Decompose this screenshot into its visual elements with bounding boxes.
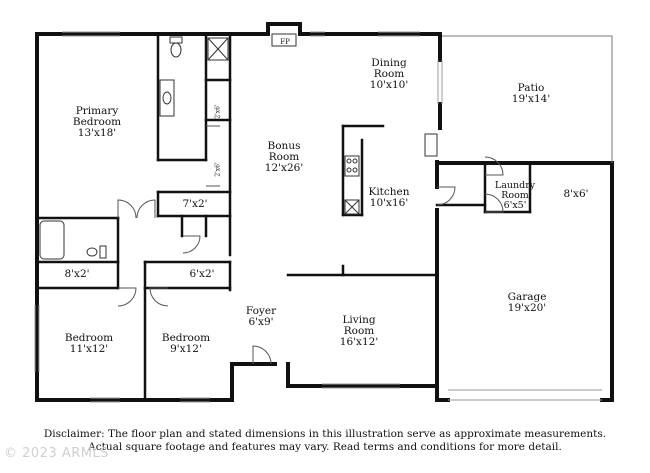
room-living-room-dim: 16'x12' (339, 336, 379, 348)
room-storage: 8'x6' (563, 189, 588, 200)
disclaimer: Disclaimer: The floor plan and stated di… (0, 428, 650, 454)
room-bedroom-1-name: Bedroom (64, 332, 114, 344)
disclaimer-line-2: Actual square footage and features may v… (88, 441, 562, 453)
room-bonus-room: Bonus Room 12'x26' (265, 141, 303, 174)
room-closet-2x6-a-dim: 2'x6' (214, 104, 222, 119)
room-foyer: Foyer 6'x9' (246, 306, 276, 328)
room-bedroom-2-name: Bedroom (161, 332, 211, 344)
disclaimer-line-1: Disclaimer: The floor plan and stated di… (43, 428, 607, 440)
room-closet-2x6-a: 2'x6' (213, 104, 224, 118)
room-garage-name: Garage (507, 291, 547, 303)
room-laundry-room-dim: 6'x5' (503, 200, 527, 211)
room-bedroom-2: Bedroom 9'x12' (162, 333, 210, 355)
room-foyer-dim: 6'x9' (248, 316, 274, 328)
room-closet-6x2: 6'x2' (189, 269, 214, 280)
room-dining-room: Dining Room 10'x10' (370, 58, 408, 91)
room-closet-6x2-dim: 6'x2' (189, 268, 215, 280)
room-kitchen-dim: 10'x16' (369, 197, 409, 209)
room-closet-7x2: 7'x2' (182, 199, 207, 210)
room-patio-dim: 19'x14' (511, 93, 551, 105)
room-bedroom-1-dim: 11'x12' (69, 343, 109, 355)
copyright-watermark: © 2023 ARMLS (4, 446, 109, 461)
room-closet-2x6-b: 2'x6' (213, 162, 224, 176)
room-primary-bedroom-name: Primary Bedroom (72, 105, 122, 128)
room-living-room: Living Room 16'x12' (340, 315, 378, 348)
room-bedroom-1: Bedroom 11'x12' (65, 333, 113, 355)
room-dining-room-name: Dining Room (371, 57, 407, 80)
room-closet-8x2-dim: 8'x2' (64, 268, 90, 280)
fireplace-name: FP (280, 38, 290, 46)
fireplace-label: FP (280, 38, 290, 46)
room-living-room-name: Living Room (342, 314, 376, 337)
room-garage: Garage 19'x20' (508, 292, 547, 314)
exterior-walls (35, 22, 614, 402)
patio-outline (442, 35, 613, 163)
room-primary-bedroom: Primary Bedroom 13'x18' (73, 106, 121, 139)
room-kitchen: Kitchen 10'x16' (368, 187, 409, 209)
room-foyer-name: Foyer (245, 305, 277, 317)
windows (34, 31, 602, 403)
interior-walls (35, 32, 532, 402)
room-laundry-room-name: Laundry Room (494, 180, 536, 201)
room-laundry-room: Laundry Room 6'x5' (495, 181, 535, 211)
room-kitchen-name: Kitchen (368, 186, 410, 198)
room-garage-dim: 19'x20' (507, 302, 547, 314)
room-patio-name: Patio (517, 82, 545, 94)
room-closet-7x2-dim: 7'x2' (182, 198, 208, 210)
room-bedroom-2-dim: 9'x12' (170, 343, 202, 355)
room-closet-8x2: 8'x2' (64, 269, 89, 280)
fixtures (39, 33, 438, 260)
room-dining-room-dim: 10'x10' (369, 79, 409, 91)
room-bonus-room-dim: 12'x26' (264, 162, 304, 174)
room-primary-bedroom-dim: 13'x18' (77, 127, 117, 139)
room-storage-dim: 8'x6' (563, 188, 589, 200)
room-bonus-room-name: Bonus Room (267, 140, 301, 163)
room-closet-2x6-b-dim: 2'x6' (214, 162, 222, 177)
doors (117, 125, 504, 365)
room-patio: Patio 19'x14' (512, 83, 550, 105)
